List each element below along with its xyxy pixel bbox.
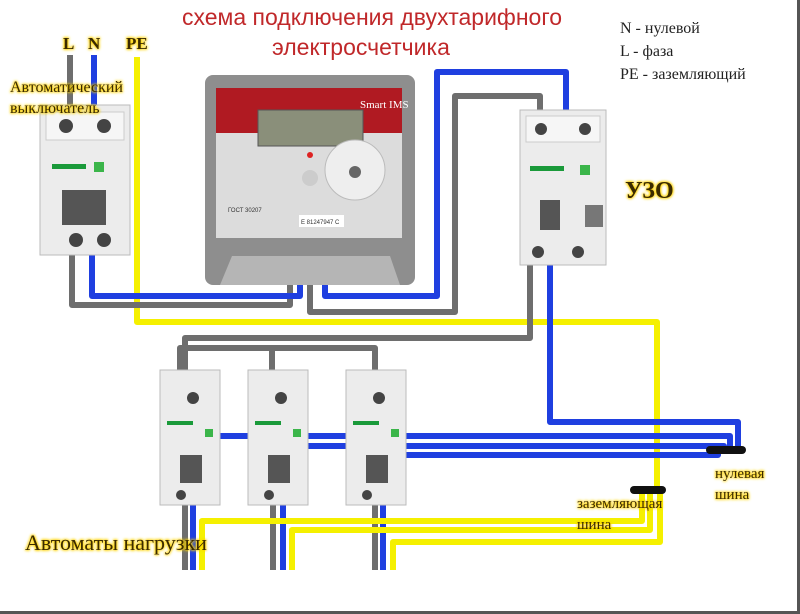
wire-load-ground xyxy=(199,490,663,570)
wire-phase-meter-rcd xyxy=(307,93,543,315)
title-line-2: электросчетчика xyxy=(272,34,450,60)
label-l: L xyxy=(63,34,75,53)
ground-busbar xyxy=(630,486,666,494)
wire-phase-bus xyxy=(177,345,378,372)
main-breaker xyxy=(39,104,131,256)
legend-neutral: N - нулевой xyxy=(620,20,700,37)
rcd-label: УЗО xyxy=(625,178,674,204)
neutral-busbar xyxy=(706,446,746,454)
wire-neutral-to-meter xyxy=(89,250,303,299)
load-breakers-label: Автоматы нагрузки xyxy=(25,530,207,555)
main-breaker-label-1: Автоматический xyxy=(10,79,123,96)
neutral-bus-label-1: нулевая xyxy=(715,466,765,482)
wire-load-phase xyxy=(182,505,378,570)
electricity-meter: Smart IMS E 81247947 C ГОСТ 30207 xyxy=(205,75,415,285)
meter-gost: ГОСТ 30207 xyxy=(228,208,262,214)
meter-serial: E 81247947 C xyxy=(301,220,340,226)
meter-brand: Smart IMS xyxy=(360,99,409,111)
neutral-bus-label-2: шина xyxy=(715,487,750,503)
load-breaker-3 xyxy=(345,369,407,506)
load-breaker-1 xyxy=(159,369,221,506)
ground-bus-label-1: заземляющая xyxy=(577,496,663,512)
main-breaker-label-2: выключатель xyxy=(10,100,100,117)
load-breaker-2 xyxy=(247,369,309,506)
ground-bus-label-2: шина xyxy=(577,517,612,533)
label-n: N xyxy=(88,34,101,53)
wire-phase-rcd-loads xyxy=(182,262,533,372)
legend-phase: L - фаза xyxy=(620,43,674,60)
title-line-1: схема подключения двухтарифного xyxy=(182,4,563,30)
rcd-device xyxy=(519,109,607,266)
wire-pe xyxy=(134,57,660,487)
label-pe: PE xyxy=(126,34,148,53)
legend-ground: PE - заземляющий xyxy=(620,66,746,83)
wire-neutral-rcd-bus xyxy=(547,262,741,448)
wire-neutral-meter-rcd xyxy=(322,69,569,299)
